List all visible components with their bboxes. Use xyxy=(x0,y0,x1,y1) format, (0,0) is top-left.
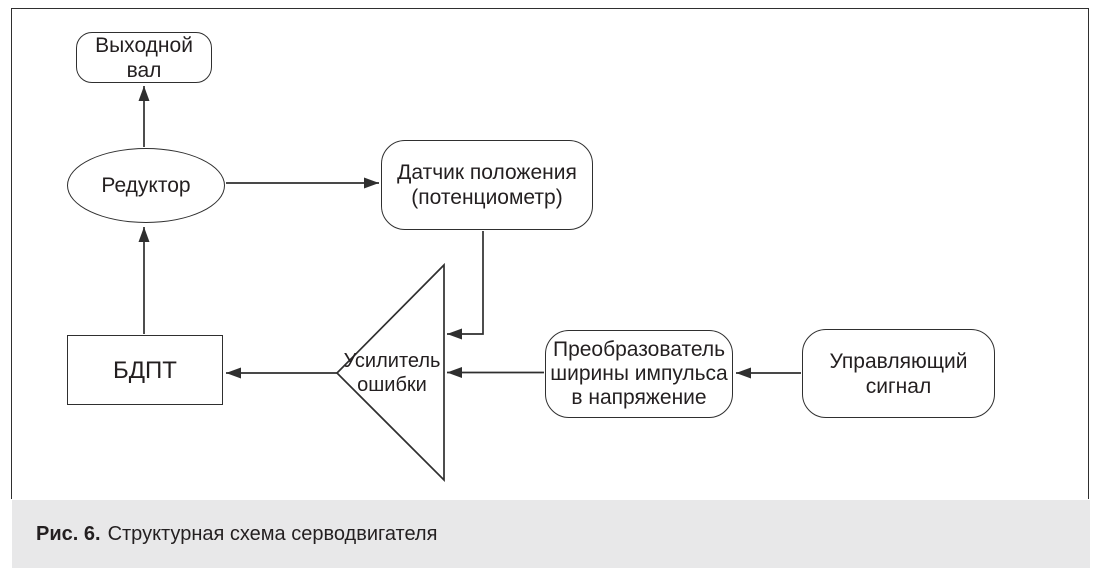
figure-caption-number: Рис. 6. xyxy=(36,522,101,545)
node-reducer-label: Редуктор xyxy=(101,174,191,197)
node-pwm-converter-line2: ширины импульса xyxy=(550,362,728,385)
node-pwm-converter-line1: Преобразователь xyxy=(552,338,726,361)
node-pwm-converter-line3: в напряжение xyxy=(571,386,707,409)
node-control-signal: Управляющий сигнал xyxy=(802,329,995,418)
error-amplifier-line2: ошибки xyxy=(357,374,427,396)
error-amplifier-label: Усилитель ошибки xyxy=(341,348,443,398)
node-position-sensor-line2: (потенциометр) xyxy=(411,186,563,209)
diagram-frame xyxy=(11,8,1089,499)
node-position-sensor: Датчик положения (потенциометр) xyxy=(381,140,593,230)
node-output-shaft-line1: Выходной xyxy=(95,33,193,57)
node-output-shaft-line2: вал xyxy=(126,58,162,82)
figure-caption-text: Структурная схема серводвигателя xyxy=(107,522,438,545)
node-bldc-motor-label: БДПТ xyxy=(113,356,177,384)
node-bldc-motor: БДПТ xyxy=(67,335,223,405)
error-amplifier-line1: Усилитель xyxy=(343,350,441,372)
node-control-signal-line1: Управляющий xyxy=(829,349,968,373)
node-position-sensor-line1: Датчик положения xyxy=(397,161,577,184)
node-output-shaft: Выходной вал xyxy=(76,32,212,83)
figure-caption-band: Рис. 6. Структурная схема серводвигателя xyxy=(12,500,1090,568)
node-control-signal-line2: сигнал xyxy=(865,374,932,398)
node-reducer: Редуктор xyxy=(67,148,225,223)
node-pwm-converter: Преобразователь ширины импульса в напряж… xyxy=(545,330,733,418)
